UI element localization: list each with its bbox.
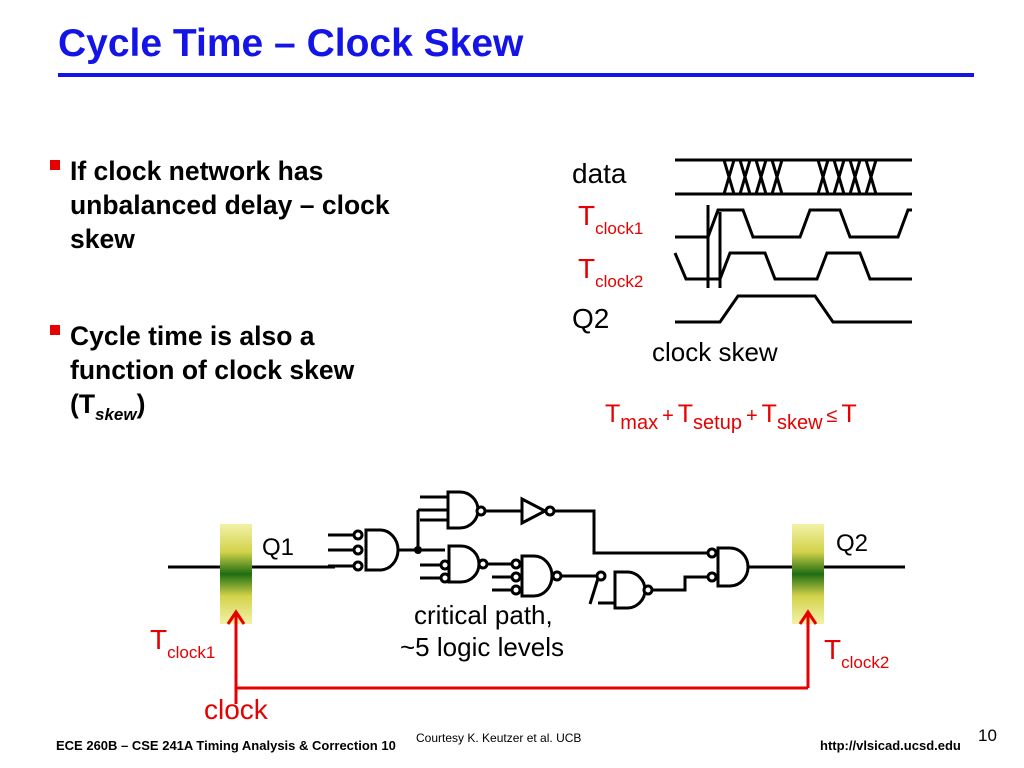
data-waveform xyxy=(675,158,912,196)
footer-course: ECE 260B – CSE 241A Timing Analysis & Co… xyxy=(56,738,396,753)
tclock1-waveform xyxy=(675,208,912,239)
bullet-2-line-2: function of clock skew xyxy=(70,355,355,385)
nand-gate-3 xyxy=(420,544,489,584)
bullet-1-line-2: unbalanced delay – clock xyxy=(70,190,390,220)
clock-arrow-right xyxy=(798,609,818,625)
skew-markers xyxy=(706,205,722,288)
nand-gate-5 xyxy=(588,570,654,610)
tclock1-circuit-label: Tclock1 xyxy=(150,624,216,662)
clock-arrow-left xyxy=(226,609,246,625)
nand-gate-4 xyxy=(492,554,563,598)
inverter xyxy=(520,496,556,526)
critical-path-caption-2: ~5 logic levels xyxy=(400,632,565,662)
page-number: 10 xyxy=(978,726,997,745)
bullet-1-line-3: skew xyxy=(70,224,135,254)
clock-network xyxy=(226,609,818,690)
clock-skew-caption: clock skew xyxy=(652,337,778,367)
bullet-2-line-1: Cycle time is also a xyxy=(70,321,315,351)
tclock2-circuit-label: Tclock2 xyxy=(824,634,890,672)
nand-gate-1 xyxy=(328,528,400,572)
footer-url: http://vlsicad.ucsd.edu xyxy=(820,738,961,753)
q2-circuit-label: Q2 xyxy=(836,530,869,557)
bullet-2: Cycle time is also a function of clock s… xyxy=(70,319,354,432)
data-label: data xyxy=(572,158,627,189)
bullet-marker-1 xyxy=(50,160,60,170)
tclock2-waveform xyxy=(673,251,912,281)
footer-credit: Courtesy K. Keutzer et al. UCB xyxy=(416,731,582,745)
flip-flop-q2 xyxy=(792,524,824,624)
q2-waveform xyxy=(675,294,912,324)
bullet-1-line-1: If clock network has xyxy=(70,156,324,186)
nand-gate-6 xyxy=(706,546,750,588)
q1-circuit-label: Q1 xyxy=(262,534,295,561)
q2-wave-label: Q2 xyxy=(572,303,610,334)
bullet-marker-2 xyxy=(50,325,60,335)
clock-label: clock xyxy=(204,694,268,725)
tclock2-wave-label: Tclock2 xyxy=(578,253,644,291)
nand-gate-2 xyxy=(420,490,487,530)
slide-title: Cycle Time – Clock Skew xyxy=(58,22,524,65)
skew-subscript: skew xyxy=(95,405,137,424)
bullet-2-line-3: (Tskew) xyxy=(70,389,146,424)
timing-equation: Tmax+Tsetup+Tskew≤T xyxy=(605,400,857,434)
tclock1-wave-label: Tclock1 xyxy=(578,200,644,238)
flip-flop-q1 xyxy=(220,524,252,624)
bullet-1: If clock network has unbalanced delay – … xyxy=(70,154,390,256)
title-underline xyxy=(58,73,974,77)
critical-path-caption-1: critical path, xyxy=(414,600,553,630)
